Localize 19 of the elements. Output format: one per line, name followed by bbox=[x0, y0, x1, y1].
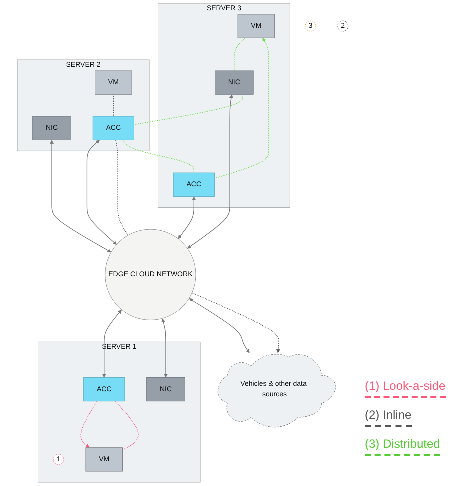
connector bbox=[112, 94, 114, 117]
connector bbox=[114, 401, 138, 450]
arrow bbox=[187, 94, 233, 249]
arrow bbox=[80, 401, 98, 448]
connector bbox=[234, 38, 245, 72]
connector bbox=[122, 140, 194, 174]
legend-item: (3) Distributed bbox=[365, 437, 440, 456]
arrow bbox=[102, 310, 122, 378]
arrow bbox=[50, 140, 112, 253]
connector bbox=[115, 140, 128, 236]
arrow bbox=[178, 196, 196, 240]
legend-item: (1) Look-a-side bbox=[365, 379, 446, 398]
legend-item: (2) Inline bbox=[365, 408, 412, 427]
arrow bbox=[214, 38, 269, 179]
arrow bbox=[188, 298, 250, 354]
arrow bbox=[161, 318, 168, 378]
arrow bbox=[86, 140, 116, 245]
connector bbox=[133, 94, 243, 126]
arrow bbox=[191, 292, 280, 354]
